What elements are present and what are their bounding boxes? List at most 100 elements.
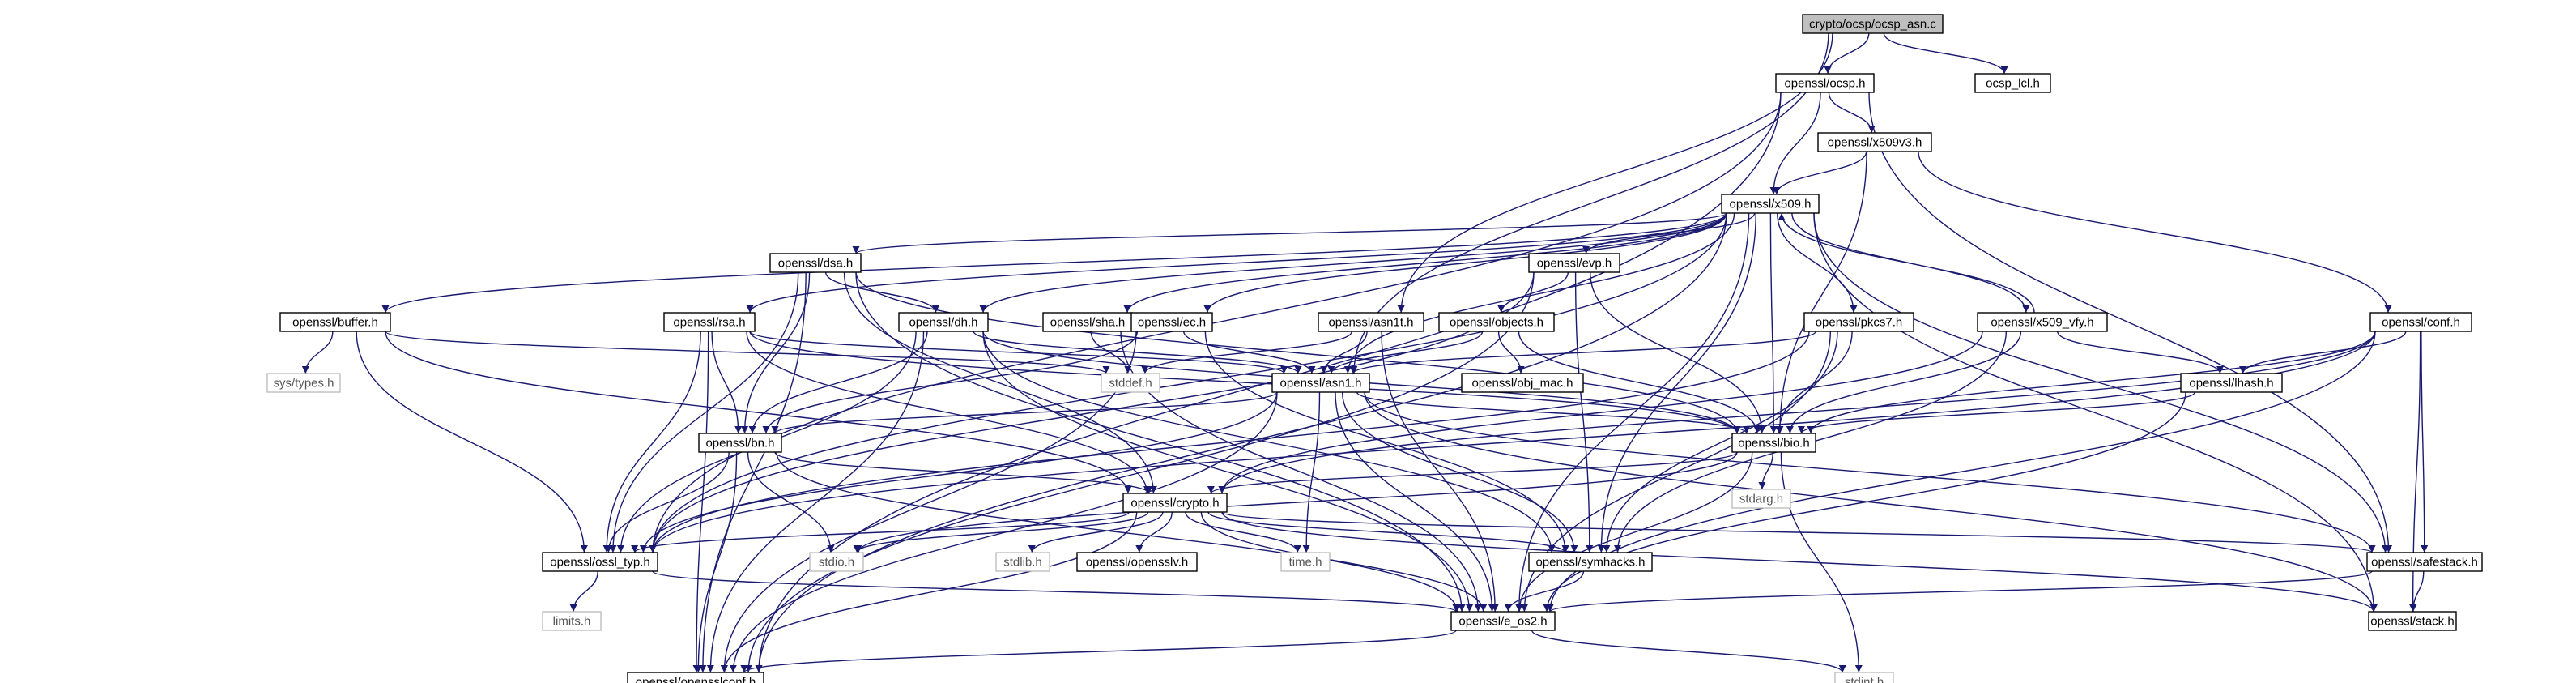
- edge-ec-to-symhacks: [1204, 331, 1569, 553]
- node-box: [1450, 611, 1556, 631]
- node-bn[interactable]: openssl/bn.h: [698, 433, 782, 453]
- node-label: time.h: [1289, 556, 1322, 570]
- edge-safestack-to-stack: [2409, 570, 2425, 613]
- edge-dsa-to-opensslconf: [699, 271, 807, 673]
- node-e-os2[interactable]: openssl/e_os2.h: [1450, 611, 1556, 631]
- node-opensslconf[interactable]: openssl/opensslconf.h: [627, 672, 764, 683]
- edge-conf-to-ossl_typ: [649, 331, 2376, 553]
- edge-x509-to-symhacks: [1597, 212, 1756, 553]
- node-objects[interactable]: openssl/objects.h: [1438, 312, 1555, 332]
- edge-asn1t-to-stddef: [1141, 331, 1352, 374]
- node-box: [266, 373, 341, 393]
- edge-dh-to-bn: [748, 331, 928, 434]
- node-layer: crypto/ocsp/ocsp_asn.c openssl/ocsp.h ocsp…: [266, 14, 2483, 683]
- node-x509[interactable]: openssl/x509.h: [1721, 194, 1820, 214]
- edge-x509_vfy-to-crypto: [1218, 331, 1983, 494]
- edge-pkcs7-to-asn1: [1349, 331, 1817, 374]
- edge-ossl_typ-to-limits: [569, 570, 598, 613]
- edge-ec-to-bn: [762, 331, 1139, 434]
- node-label: openssl/conf.h: [2382, 316, 2460, 330]
- node-box: [898, 312, 989, 332]
- node-ocsp[interactable]: openssl/ocsp.h: [1775, 73, 1875, 93]
- node-box: [1775, 73, 1875, 93]
- edge-evp-to-opensslconf: [744, 271, 1535, 673]
- edge-buffer-to-crypto: [385, 331, 1132, 494]
- node-label: openssl/e_os2.h: [1458, 615, 1547, 629]
- node-asn1t[interactable]: openssl/asn1t.h: [1318, 312, 1424, 332]
- node-box: [1461, 373, 1584, 393]
- node-buffer[interactable]: openssl/buffer.h: [279, 312, 391, 332]
- edge-bn-to-stdio: [747, 451, 835, 553]
- node-pkcs7[interactable]: openssl/pkcs7.h: [1803, 312, 1914, 332]
- node-ocsp-lcl[interactable]: ocsp_lcl.h: [1974, 73, 2051, 93]
- node-label: openssl/stack.h: [2370, 615, 2454, 629]
- node-label: openssl/x509_vfy.h: [1991, 316, 2093, 330]
- node-box: [1731, 489, 1791, 509]
- node-opensslv[interactable]: openssl/opensslv.h: [1076, 552, 1198, 572]
- node-dh[interactable]: openssl/dh.h: [898, 312, 989, 332]
- node-obj-mac[interactable]: openssl/obj_mac.h: [1461, 373, 1584, 393]
- node-evp[interactable]: openssl/evp.h: [1528, 253, 1620, 273]
- node-sha[interactable]: openssl/sha.h: [1042, 312, 1133, 332]
- edge-pkcs7-to-bio: [1775, 331, 1853, 434]
- edge-crypto-to-stdio: [853, 511, 1149, 553]
- node-symhacks[interactable]: openssl/symhacks.h: [1528, 552, 1653, 572]
- node-box: [1731, 433, 1816, 453]
- node-box: [1834, 672, 1894, 683]
- node-box: [1803, 312, 1914, 332]
- edge-x509v3-to-bio: [1776, 151, 1867, 434]
- edge-x509-to-dh: [979, 212, 1727, 314]
- edge-objects-to-obj_mac: [1497, 331, 1525, 374]
- edge-bio-to-stdio: [854, 451, 1738, 553]
- edge-ossl_typ-to-e_os2: [652, 570, 1460, 613]
- node-x509-vfy[interactable]: openssl/x509_vfy.h: [1977, 312, 2108, 332]
- node-ossl-typ[interactable]: openssl/ossl_typ.h: [542, 552, 658, 572]
- edge-objects-to-bio: [1518, 331, 1761, 434]
- edge-bio-to-crypto: [1207, 451, 1738, 494]
- edge-asn1-to-bn: [771, 391, 1278, 434]
- edge-e_os2-to-opensslconf: [740, 630, 1457, 673]
- node-box: [995, 552, 1050, 572]
- node-label: openssl/safestack.h: [2371, 556, 2478, 570]
- edge-asn1-to-bio: [1356, 391, 1751, 434]
- node-box: [1817, 132, 1932, 152]
- node-conf[interactable]: openssl/conf.h: [2369, 312, 2472, 332]
- edge-x509-to-safestack: [1813, 212, 2389, 553]
- node-box: [1130, 312, 1213, 332]
- node-label: stdint.h: [1845, 676, 1884, 683]
- node-box: [1528, 253, 1620, 273]
- node-rsa[interactable]: openssl/rsa.h: [663, 312, 756, 332]
- edge-ocsp-to-x509v3: [1828, 92, 1876, 134]
- node-ec[interactable]: openssl/ec.h: [1130, 312, 1213, 332]
- edge-x509-to-e_os2: [1515, 212, 1750, 613]
- node-label: ocsp_lcl.h: [1986, 77, 2040, 91]
- edge-asn1t-to-asn1: [1320, 331, 1368, 374]
- node-label: stddef.h: [1109, 377, 1152, 391]
- node-lhash[interactable]: openssl/lhash.h: [2180, 373, 2283, 393]
- node-dsa[interactable]: openssl/dsa.h: [769, 253, 862, 273]
- edge-x509-to-evp: [1582, 212, 1756, 254]
- node-label: openssl/ossl_typ.h: [550, 556, 649, 570]
- edge-dsa-to-ossl_typ: [609, 271, 799, 553]
- node-x509v3[interactable]: openssl/x509v3.h: [1817, 132, 1932, 152]
- edge-bn-to-crypto: [774, 451, 1153, 494]
- edge-ocsp-to-ossl_typ: [649, 92, 1782, 553]
- node-box: [2369, 312, 2472, 332]
- edge-asn1-to-safestack: [1364, 391, 2376, 553]
- edge-x509-to-ec: [1203, 212, 1727, 314]
- node-label: openssl/pkcs7.h: [1816, 316, 1903, 330]
- node-label: crypto/ocsp/ocsp_asn.c: [1809, 18, 1936, 32]
- node-bio[interactable]: openssl/bio.h: [1731, 433, 1816, 453]
- node-stddef: stddef.h: [1101, 373, 1160, 393]
- node-safestack[interactable]: openssl/safestack.h: [2366, 552, 2483, 572]
- node-label: openssl/buffer.h: [292, 316, 378, 330]
- node-crypto[interactable]: openssl/crypto.h: [1122, 493, 1228, 513]
- node-root[interactable]: crypto/ocsp/ocsp_asn.c: [1802, 14, 1944, 34]
- edge-ec-to-opensslconf: [720, 331, 1137, 673]
- edge-root-to-ocsp: [1824, 32, 1870, 75]
- node-asn1[interactable]: openssl/asn1.h: [1271, 373, 1370, 393]
- edge-x509_vfy-to-lhash: [2056, 331, 2224, 374]
- node-stack[interactable]: openssl/stack.h: [2368, 611, 2457, 631]
- edge-conf-to-safestack: [2421, 331, 2429, 553]
